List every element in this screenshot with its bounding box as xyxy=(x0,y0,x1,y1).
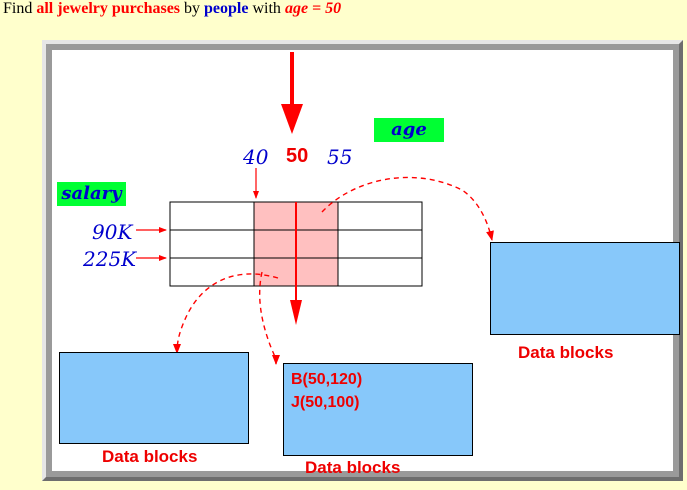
age-tick-40: 40 xyxy=(243,145,269,169)
pointer-to-middle-block xyxy=(258,271,280,365)
record-j: J(50,100) xyxy=(291,394,360,411)
salary-tick-90k: 90K xyxy=(92,220,133,244)
age-50-line xyxy=(290,202,302,325)
data-block-right-label: Data blocks xyxy=(518,343,614,362)
age-tag: age xyxy=(374,118,444,142)
heading-prefix: Find xyxy=(3,0,33,17)
age-tick-50: 50 xyxy=(286,145,309,167)
heading-people: people xyxy=(204,0,249,17)
diagram-frame: age salary 40 50 55 90K 225K Data blocks… xyxy=(42,40,683,481)
heading-with: with xyxy=(252,0,281,17)
heading-phrase: all jewelry purchases xyxy=(36,0,181,17)
age-tick-55: 55 xyxy=(327,145,353,169)
data-block-left xyxy=(59,352,249,444)
page-heading: Find all jewelry purchases by people wit… xyxy=(3,0,341,18)
data-block-middle-label: Data blocks xyxy=(305,458,401,477)
heading-by: by xyxy=(184,0,201,17)
data-block-right xyxy=(490,242,680,335)
pointer-to-right-block xyxy=(321,176,494,241)
salary-tag: salary xyxy=(57,182,126,206)
data-block-left-label: Data blocks xyxy=(102,447,198,466)
salary-tick-225k: 225K xyxy=(83,247,137,271)
data-block-middle xyxy=(283,363,473,456)
grid-file-diagram xyxy=(136,52,494,365)
pointer-to-left-block xyxy=(173,273,279,354)
record-b: B(50,120) xyxy=(291,371,363,388)
diagram-canvas: age salary 40 50 55 90K 225K Data blocks… xyxy=(52,50,680,477)
query-arrow-down xyxy=(281,52,303,134)
heading-condition: age = 50 xyxy=(284,0,342,17)
